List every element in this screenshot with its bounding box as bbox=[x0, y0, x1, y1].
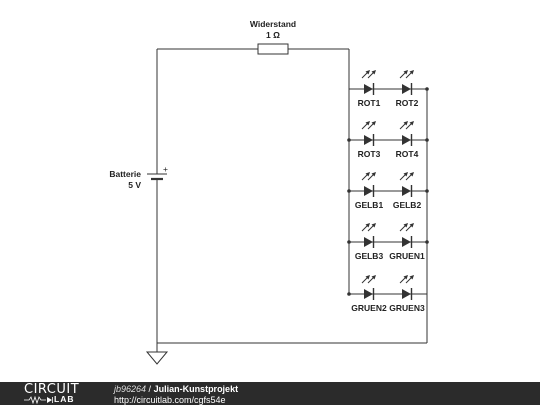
junction-node bbox=[347, 292, 351, 296]
led-label: GRUEN1 bbox=[389, 251, 425, 261]
battery-polarity: + bbox=[163, 164, 168, 174]
led-gelb3[interactable] bbox=[361, 223, 376, 248]
junction-node bbox=[425, 138, 429, 142]
junction-node bbox=[425, 87, 429, 91]
footer-bar: CIRCUIT LAB jb96264 / Julian-Kunstprojek… bbox=[0, 382, 540, 405]
led-gruen2[interactable] bbox=[361, 275, 376, 300]
led-rot3[interactable] bbox=[361, 121, 376, 146]
led-label: GELB3 bbox=[355, 251, 384, 261]
led-label: ROT2 bbox=[396, 98, 419, 108]
circuit-url[interactable]: http://circuitlab.com/cgfs54e bbox=[114, 395, 226, 405]
led-rot4[interactable] bbox=[399, 121, 414, 146]
led-label: ROT4 bbox=[396, 149, 419, 159]
resistor-value: 1 Ω bbox=[266, 30, 280, 40]
battery-symbol[interactable] bbox=[147, 173, 167, 181]
junction-node bbox=[347, 189, 351, 193]
led-rot1[interactable] bbox=[361, 70, 376, 95]
battery-value: 5 V bbox=[128, 180, 141, 190]
resistor-symbol[interactable] bbox=[257, 43, 289, 55]
resistor-name: Widerstand bbox=[250, 19, 296, 29]
led-gruen3[interactable] bbox=[399, 275, 414, 300]
battery-name: Batterie bbox=[109, 169, 141, 179]
led-label: ROT3 bbox=[358, 149, 381, 159]
led-label: GRUEN2 bbox=[351, 303, 387, 313]
logo-wave-icon bbox=[24, 395, 53, 404]
led-label: GELB2 bbox=[393, 200, 422, 210]
led-label: GRUEN3 bbox=[389, 303, 425, 313]
circuit-meta: jb96264 / Julian-Kunstprojekt http://cir… bbox=[114, 384, 238, 405]
ground-symbol bbox=[145, 351, 169, 365]
author-link[interactable]: jb96264 bbox=[114, 384, 147, 394]
logo-text-bottom: LAB bbox=[54, 394, 75, 404]
junction-node bbox=[425, 189, 429, 193]
logo-text-top: CIRCUIT bbox=[24, 382, 80, 397]
junction-node bbox=[425, 240, 429, 244]
led-label: ROT1 bbox=[358, 98, 381, 108]
junction-node bbox=[347, 138, 351, 142]
junction-node bbox=[347, 240, 351, 244]
led-rot2[interactable] bbox=[399, 70, 414, 95]
circuitlab-logo[interactable]: CIRCUIT LAB bbox=[24, 383, 94, 404]
led-label: GELB1 bbox=[355, 200, 384, 210]
meta-separator: / bbox=[146, 384, 154, 394]
led-gelb1[interactable] bbox=[361, 172, 376, 197]
circuit-title[interactable]: Julian-Kunstprojekt bbox=[153, 384, 239, 394]
led-gruen1[interactable] bbox=[399, 223, 414, 248]
led-gelb2[interactable] bbox=[399, 172, 414, 197]
